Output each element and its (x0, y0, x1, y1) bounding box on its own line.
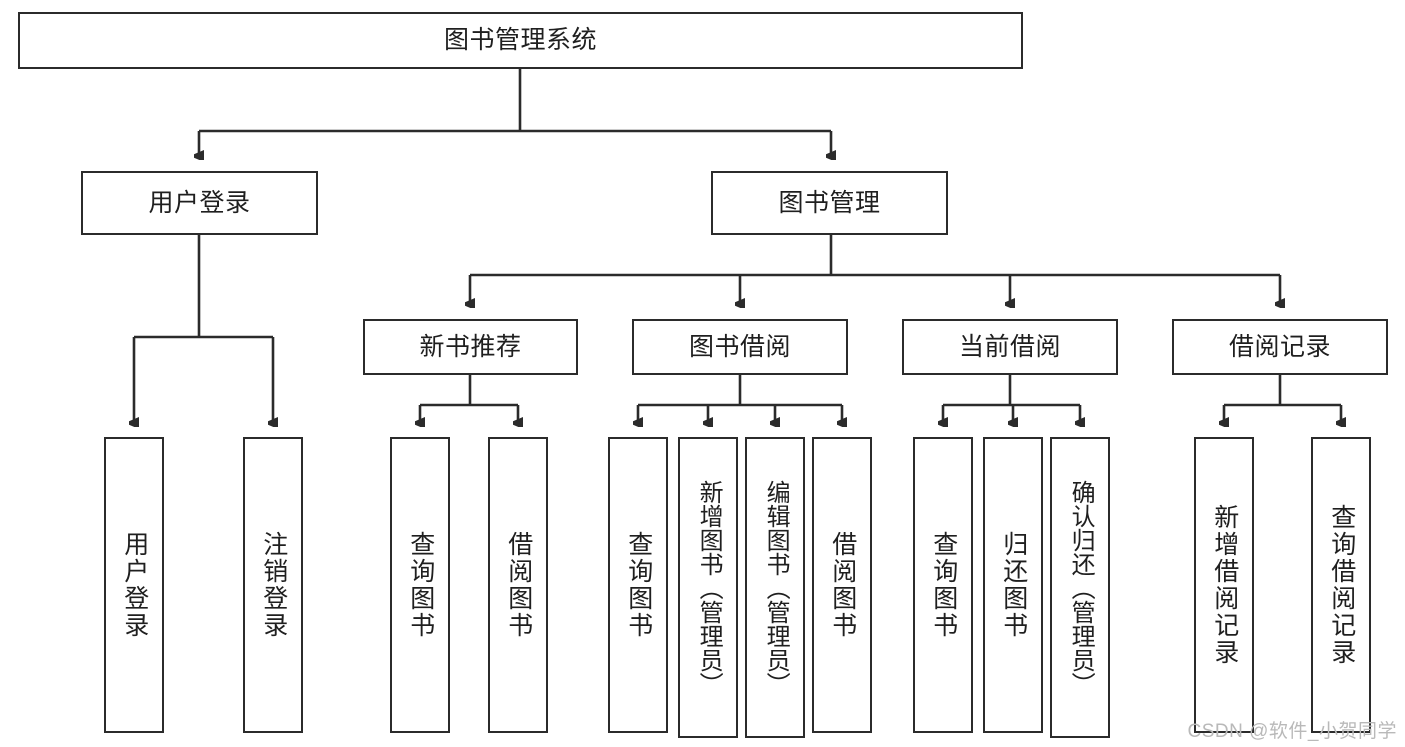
node-label: 新书推荐 (419, 332, 522, 361)
node-leaf-query-borrow-record[interactable]: 查询借阅记录 (1311, 437, 1371, 733)
node-borrow-record[interactable]: 借阅记录 (1172, 319, 1388, 375)
edges-book-manage (470, 235, 1280, 304)
node-leaf-return-book[interactable]: 归还图书 (983, 437, 1043, 733)
node-leaf-query-book-current[interactable]: 查询图书 (913, 437, 973, 733)
node-book-management[interactable]: 图书管理 (711, 171, 948, 235)
node-leaf-logout[interactable]: 注销登录 (243, 437, 303, 733)
node-label: 图书管理 (778, 188, 881, 217)
node-leaf-confirm-return-admin[interactable]: 确认归还（管理员） (1050, 437, 1110, 738)
node-label: 查询图书 (929, 531, 958, 639)
node-leaf-borrow-book-recommend[interactable]: 借阅图书 (488, 437, 548, 733)
edges-borrow-record (1224, 375, 1341, 423)
node-label: 用户登录 (120, 531, 149, 639)
node-root-system[interactable]: 图书管理系统 (18, 12, 1023, 69)
node-label: 新增借阅记录 (1210, 504, 1239, 666)
node-label: 查询借阅记录 (1327, 504, 1356, 666)
node-label: 注销登录 (259, 531, 288, 639)
node-leaf-add-borrow-record[interactable]: 新增借阅记录 (1194, 437, 1254, 733)
edges-book-borrow (638, 375, 842, 423)
node-user-login[interactable]: 用户登录 (81, 171, 318, 235)
node-label: 当前借阅 (958, 332, 1061, 361)
edges-root (199, 69, 831, 156)
node-label: 归还图书 (999, 531, 1028, 639)
node-leaf-user-login[interactable]: 用户登录 (104, 437, 164, 733)
csdn-watermark: CSDN @软件_小贺同学 (1187, 721, 1397, 742)
node-label: 查询图书 (624, 531, 653, 639)
node-leaf-add-book-admin[interactable]: 新增图书（管理员） (678, 437, 738, 738)
node-current-borrow[interactable]: 当前借阅 (902, 319, 1118, 375)
node-label: 借阅记录 (1228, 332, 1331, 361)
node-label: 查询图书 (406, 531, 435, 639)
node-new-book-recommend[interactable]: 新书推荐 (363, 319, 578, 375)
node-label: 确认归还（管理员） (1067, 479, 1095, 696)
node-leaf-query-book-borrow[interactable]: 查询图书 (608, 437, 668, 733)
node-book-borrow[interactable]: 图书借阅 (632, 319, 848, 375)
node-label: 图书管理系统 (443, 26, 597, 55)
node-label: 借阅图书 (504, 531, 533, 639)
node-label: 用户登录 (148, 188, 251, 217)
node-leaf-edit-book-admin[interactable]: 编辑图书（管理员） (745, 437, 805, 738)
node-label: 新增图书（管理员） (695, 479, 723, 696)
node-label: 借阅图书 (828, 531, 857, 639)
edges-current-borrow (943, 375, 1080, 423)
edges-new-book (420, 375, 518, 423)
node-label: 图书借阅 (688, 332, 791, 361)
edges-user-login (134, 235, 273, 423)
node-leaf-borrow-book[interactable]: 借阅图书 (812, 437, 872, 733)
node-leaf-query-book-recommend[interactable]: 查询图书 (390, 437, 450, 733)
node-label: 编辑图书（管理员） (762, 479, 790, 696)
